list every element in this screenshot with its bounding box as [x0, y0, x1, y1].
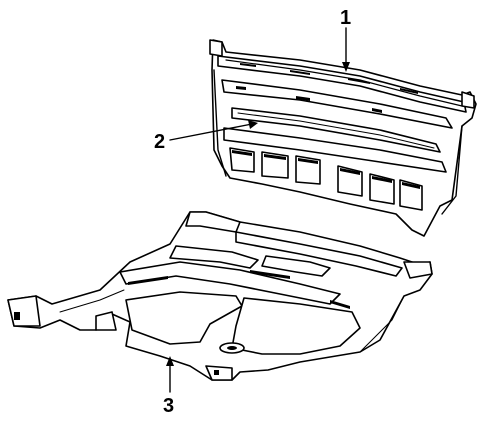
floor-pan — [7, 211, 433, 381]
callout-2-label: 2 — [154, 131, 165, 153]
callout-1-label: 1 — [340, 7, 351, 29]
callout-2-arrow — [248, 120, 258, 129]
callout-2: 2 — [154, 120, 258, 153]
callout-3-arrow — [166, 356, 174, 366]
callout-1: 1 — [340, 7, 351, 72]
callout-3-label: 3 — [163, 395, 174, 417]
callout-3: 3 — [163, 356, 174, 417]
callout-1-arrow — [342, 62, 350, 72]
seat-back-frame — [209, 39, 477, 237]
